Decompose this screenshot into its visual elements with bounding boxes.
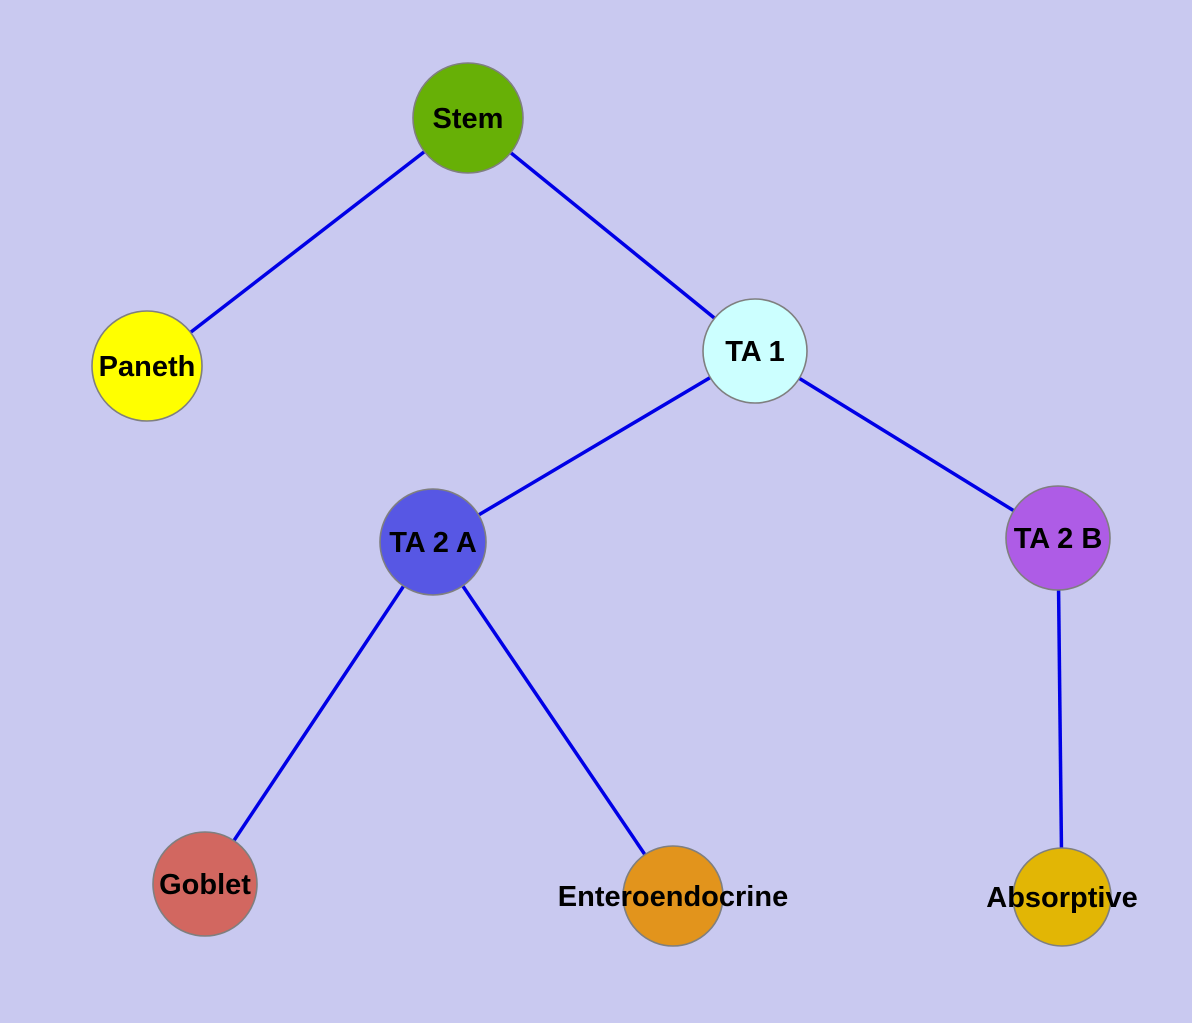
node-ta2b[interactable]	[1005, 485, 1111, 591]
node-stem[interactable]	[412, 62, 524, 174]
node-absorptive[interactable]	[1012, 847, 1112, 947]
node-paneth[interactable]	[91, 310, 203, 422]
edge-ta2b-absorptive	[1056, 537, 1064, 898]
node-ta2a[interactable]	[379, 488, 487, 596]
edge-ta2a-enteroendocrine	[431, 541, 675, 897]
node-ta1[interactable]	[702, 298, 808, 404]
edges-layer	[145, 116, 1064, 898]
edge-ta1-ta2a	[432, 349, 756, 544]
node-goblet[interactable]	[152, 831, 258, 937]
node-enteroendocrine[interactable]	[622, 845, 724, 947]
edge-stem-ta1	[466, 116, 757, 353]
edge-ta2a-goblet	[203, 541, 435, 885]
edge-ta1-ta2b	[754, 349, 1059, 540]
edge-stem-paneth	[145, 116, 470, 368]
